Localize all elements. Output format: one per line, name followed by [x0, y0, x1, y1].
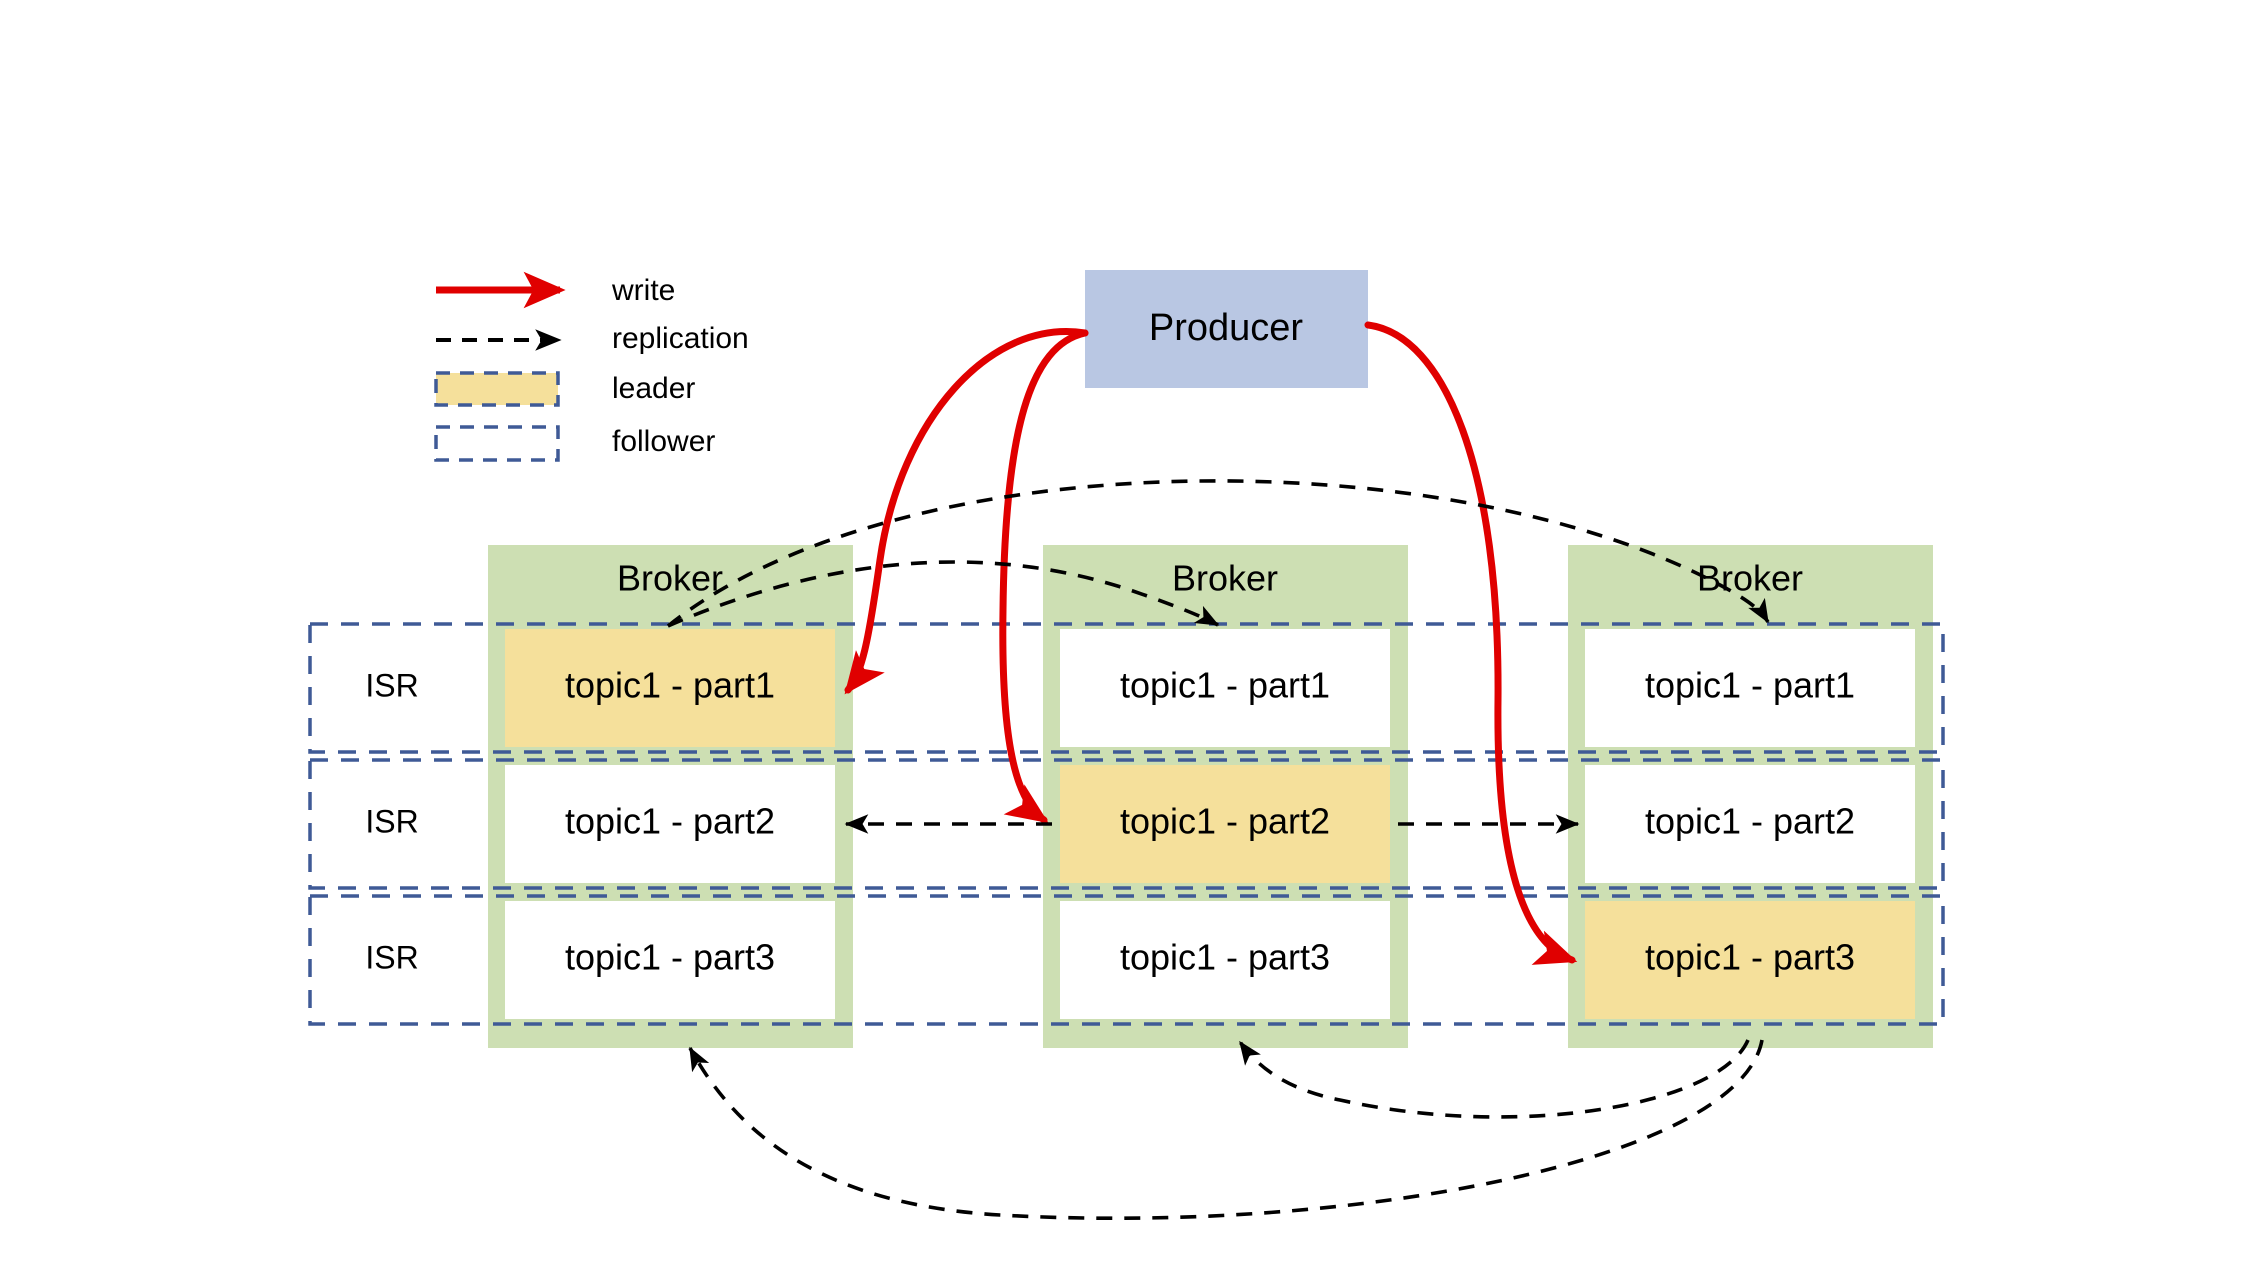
partition-cell-b2-p3[interactable] — [1060, 901, 1390, 1019]
partition-label-b2-p2: topic1 - part2 — [1120, 801, 1330, 842]
isr-label-row-1: ISR — [365, 667, 418, 703]
partition-cell-b1-p1[interactable] — [505, 629, 835, 747]
partition-label-b1-p3: topic1 - part3 — [565, 937, 775, 978]
producer-box[interactable] — [1085, 270, 1368, 388]
legend: write replication leader follower — [434, 271, 749, 462]
legend-swatch-leader-icon — [434, 371, 560, 407]
legend-label-leader: leader — [612, 372, 695, 405]
partition-label-b3-p3: topic1 - part3 — [1645, 937, 1855, 978]
partition-cell-b3-p2[interactable] — [1585, 765, 1915, 883]
isr-label-row-2: ISR — [365, 803, 418, 839]
replication-arrow-b1p1-to-b2p1 — [667, 560, 1220, 628]
isr-label-row-3: ISR — [365, 939, 418, 975]
partition-cells — [505, 629, 1915, 1019]
partition-cell-b1-p3[interactable] — [505, 901, 835, 1019]
isr-group-boxes — [308, 622, 1945, 1026]
broker-label-2: Broker — [1172, 558, 1278, 599]
partition-label-b3-p1: topic1 - part1 — [1645, 665, 1855, 706]
replication-arrow-b3p3-to-b2p3 — [1238, 1039, 1750, 1119]
partition-label-b2-p1: topic1 - part1 — [1120, 665, 1330, 706]
legend-swatch-follower-icon — [434, 425, 560, 462]
partition-cell-b1-p2[interactable] — [505, 765, 835, 883]
producer-label: Producer — [1149, 307, 1304, 349]
legend-label-write: write — [611, 274, 675, 307]
write-arrow-to-b2-p2 — [999, 329, 1089, 824]
partition-cell-b2-p1[interactable] — [1060, 629, 1390, 747]
partition-label-b3-p2: topic1 - part2 — [1645, 801, 1855, 842]
replication-arrow-b3p3-to-b1p3 — [688, 1039, 1764, 1220]
write-arrow-to-b3-p3 — [1364, 321, 1578, 965]
isr-box-row-3 — [308, 894, 1945, 1026]
partition-cell-b2-p2[interactable] — [1060, 765, 1390, 883]
isr-box-row-1 — [308, 622, 1945, 754]
write-arrow-to-b1-p1 — [844, 328, 1089, 695]
partition-label-b1-p1: topic1 - part1 — [565, 665, 775, 706]
legend-label-follower: follower — [612, 425, 715, 458]
partition-label-b2-p3: topic1 - part3 — [1120, 937, 1330, 978]
partition-cell-b3-p1[interactable] — [1585, 629, 1915, 747]
isr-box-row-2 — [308, 758, 1945, 890]
legend-label-replication: replication — [612, 322, 749, 355]
broker-label-3: Broker — [1697, 558, 1803, 599]
partition-label-b1-p2: topic1 - part2 — [565, 801, 775, 842]
replication-arrows — [666, 479, 1770, 1220]
broker-label-1: Broker — [617, 558, 723, 599]
partition-cell-b3-p3[interactable] — [1585, 901, 1915, 1019]
write-arrows — [844, 321, 1578, 965]
